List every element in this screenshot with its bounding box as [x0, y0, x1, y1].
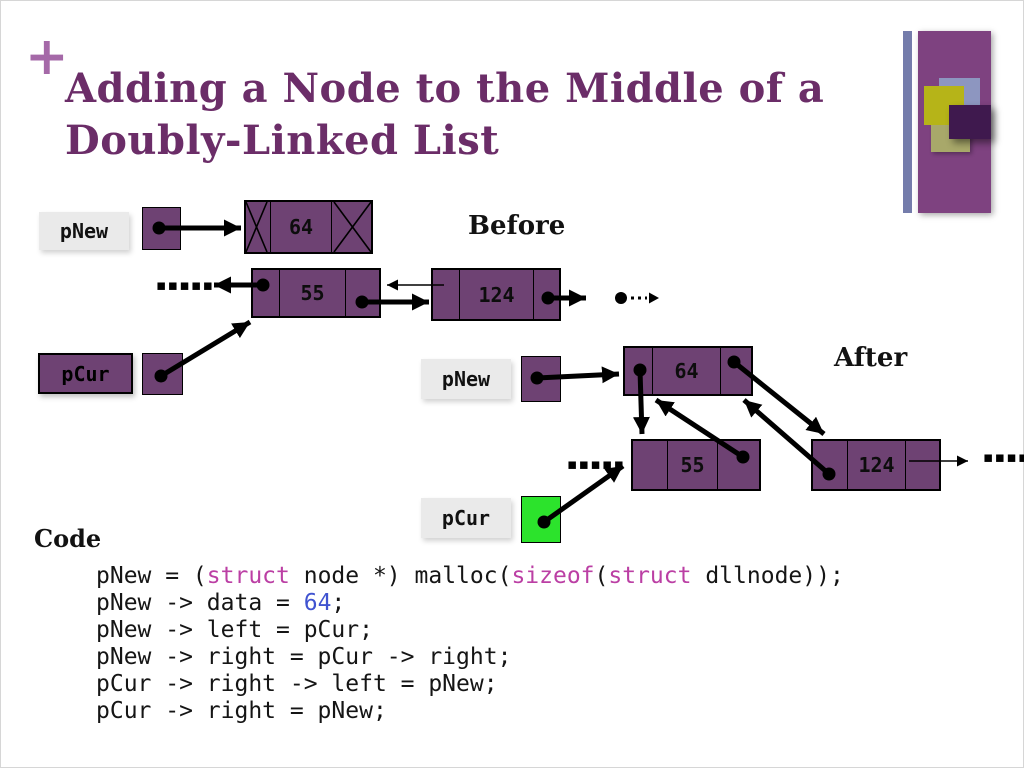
- plus-bullet-icon: +: [25, 26, 69, 87]
- before-node-124-right-cell: [533, 270, 559, 319]
- after-pcur-label: pCur: [421, 498, 511, 538]
- before-node-124: 124: [431, 268, 561, 321]
- after-node-55-right-cell: [717, 441, 759, 489]
- page-title-line2: Doubly-Linked List: [65, 117, 500, 164]
- after-node-55: 55: [631, 439, 761, 491]
- before-caption: Before: [468, 211, 566, 241]
- page-title-line1: Adding a Node to the Middle of a: [65, 65, 825, 112]
- before-pnew-label: pNew: [39, 212, 129, 250]
- code-heading: Code: [34, 524, 102, 553]
- before-node-64: 64: [244, 200, 373, 254]
- before-node-55-value: 55: [279, 270, 345, 316]
- before-node-64-left-cell: [246, 202, 270, 252]
- after-node-64-left-cell: [625, 348, 652, 394]
- after-node-124-left-cell: [813, 441, 847, 489]
- after-ellipsis-left: ▪▪▪▪▪: [567, 455, 626, 473]
- after-pcur-pointer-box: [521, 496, 561, 543]
- after-ellipsis-right: ▪▪▪▪▪: [983, 448, 1024, 466]
- deco-square-darkpurple: [949, 105, 991, 139]
- before-node-55: 55: [251, 268, 381, 318]
- after-caption: After: [834, 343, 908, 373]
- code-line: pNew -> left = pCur;: [96, 617, 373, 643]
- before-pnew-pointer-box: [142, 207, 181, 250]
- before-node-124-left-cell: [433, 270, 459, 319]
- after-node-124-right-cell: [905, 441, 939, 489]
- before-node-64-value: 64: [270, 202, 331, 252]
- continuation-symbol: [615, 292, 659, 304]
- after-pnew-label: pNew: [421, 359, 511, 399]
- deco-vertical-bar: [903, 31, 912, 213]
- page-title: Adding a Node to the Middle of a Doubly-…: [65, 63, 824, 167]
- code-line: pCur -> right -> left = pNew;: [96, 671, 498, 697]
- before-node-55-left-cell: [253, 270, 279, 316]
- before-pcur-label: pCur: [38, 353, 133, 394]
- code-line: pNew = (struct node *) malloc(sizeof(str…: [96, 563, 844, 589]
- code-line: pNew -> data = 64;: [96, 590, 346, 616]
- before-node-64-right-cell: [331, 202, 371, 252]
- before-pcur-pointer-box: [142, 353, 183, 395]
- after-node-64-right-cell: [720, 348, 751, 394]
- before-node-124-value: 124: [459, 270, 533, 319]
- after-pnew-pointer-box: [521, 356, 561, 402]
- code-block: pNew = (struct node *) malloc(sizeof(str…: [96, 563, 844, 725]
- after-node-55-left-cell: [633, 441, 667, 489]
- before-ellipsis: ▪▪▪▪▪: [156, 276, 215, 294]
- code-line: pCur -> right = pNew;: [96, 698, 387, 724]
- after-node-64-value: 64: [652, 348, 720, 394]
- before-node-55-right-cell: [345, 270, 379, 316]
- after-node-124: 124: [811, 439, 941, 491]
- after-node-124-value: 124: [847, 441, 905, 489]
- after-node-55-value: 55: [667, 441, 717, 489]
- deco-panel: [918, 31, 991, 213]
- code-line: pNew -> right = pCur -> right;: [96, 644, 512, 670]
- after-node-64: 64: [623, 346, 753, 396]
